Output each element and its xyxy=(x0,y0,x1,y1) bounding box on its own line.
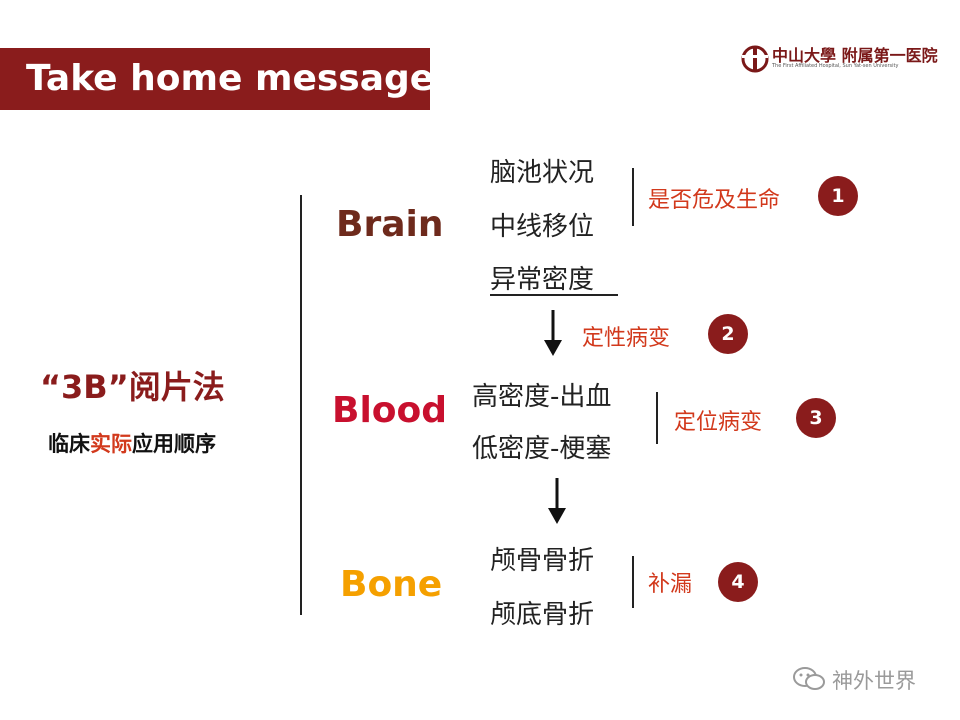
brain-heading: Brain xyxy=(336,204,444,245)
brain-item-1: 脑池状况 xyxy=(490,158,595,188)
bone-badge: 4 xyxy=(718,562,758,602)
brain-item-2: 中线移位 xyxy=(490,212,595,242)
blood-note: 定位病变 xyxy=(674,410,763,435)
blood-heading: Blood xyxy=(332,390,448,431)
hospital-subtitle: The First Affiliated Hospital, Sun Yat-s… xyxy=(772,63,899,69)
arrow-down-icon xyxy=(544,310,562,356)
title-bar xyxy=(0,48,430,110)
bone-bracket xyxy=(632,556,634,608)
slide-title: Take home message xyxy=(26,58,435,99)
arrow-down-icon xyxy=(548,478,566,524)
method-title: “3B”阅片法 xyxy=(40,368,225,406)
brain-bracket xyxy=(632,168,634,226)
watermark-text: 神外世界 xyxy=(832,669,916,693)
brain-item-3: 异常密度 xyxy=(490,265,595,295)
blood-badge: 3 xyxy=(796,398,836,438)
bone-note: 补漏 xyxy=(648,572,693,597)
wechat-icon xyxy=(793,667,825,690)
blood-bracket xyxy=(656,392,658,444)
transition-badge: 2 xyxy=(708,314,748,354)
main-divider xyxy=(300,195,302,615)
sequence-highlight: 实际 xyxy=(90,432,132,456)
bone-heading: Bone xyxy=(340,564,443,605)
hospital-name: 中山大學 附属第一医院 xyxy=(772,46,938,65)
blood-item-2: 低密度-梗塞 xyxy=(472,434,612,464)
sequence-prefix: 临床 xyxy=(48,432,90,456)
brain-badge: 1 xyxy=(818,176,858,216)
sequence-suffix: 应用顺序 xyxy=(132,432,216,456)
brain-underline xyxy=(490,294,618,296)
hospital-logo-icon xyxy=(741,45,769,73)
bone-item-2: 颅底骨折 xyxy=(490,600,595,630)
sequence-label: 临床实际应用顺序 xyxy=(48,428,216,458)
brain-note: 是否危及生命 xyxy=(648,188,781,213)
blood-item-1: 高密度-出血 xyxy=(472,382,612,412)
bone-item-1: 颅骨骨折 xyxy=(490,546,595,576)
transition-note: 定性病变 xyxy=(582,326,671,351)
